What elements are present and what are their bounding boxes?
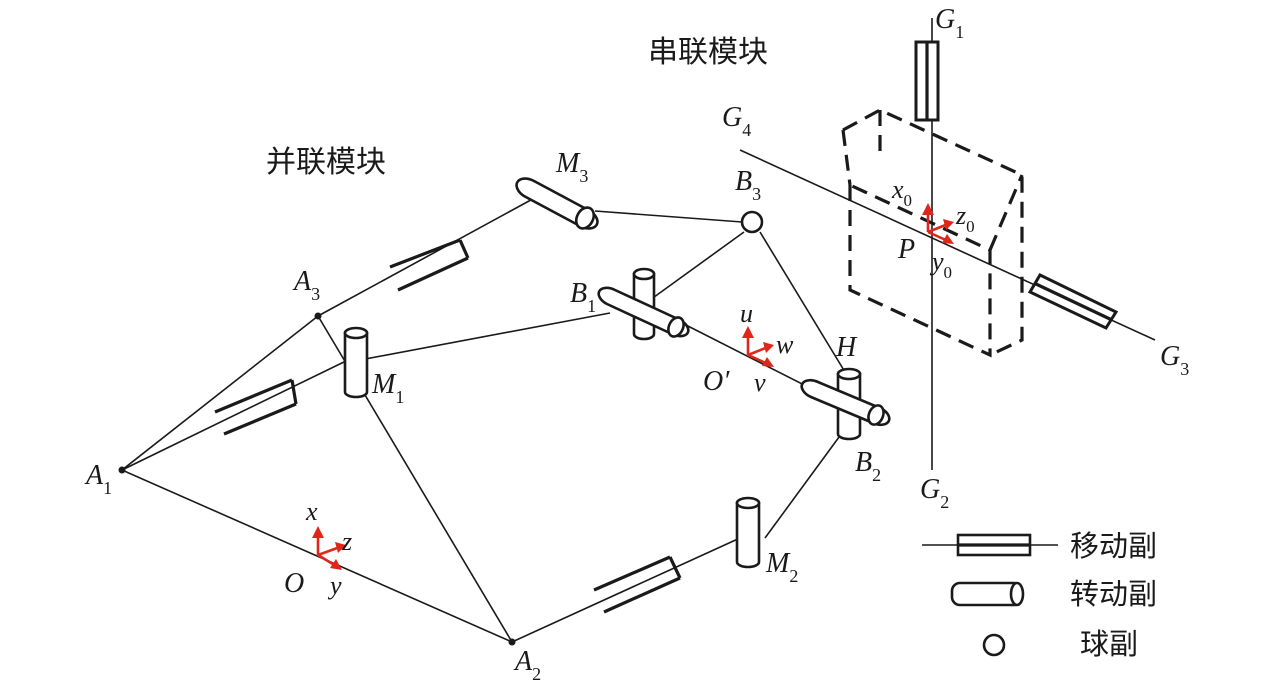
legend-revolute-symbol <box>950 581 1025 607</box>
link-B1-O-prime-B2 <box>679 321 819 393</box>
prismatic-A2-M2 <box>593 555 682 614</box>
link-A2-M2 <box>511 537 741 643</box>
label-v: v <box>754 368 766 397</box>
link-A1-A2 <box>121 469 513 643</box>
label-y0: y0 <box>929 247 952 282</box>
label-z: z <box>341 527 352 556</box>
revolute-M3 <box>515 177 599 230</box>
frame-labels: x z y u w v x0 z0 y0 <box>305 175 975 600</box>
revolute-M2 <box>735 496 761 569</box>
carriage-edge-right <box>988 174 1024 251</box>
carriage-edge-top <box>841 129 852 186</box>
link-B3-H <box>759 231 846 373</box>
serial-module-heading: 串联模块 <box>648 35 768 70</box>
prismatic-G1 <box>914 40 940 122</box>
prismatic-joints <box>214 40 1119 614</box>
prismatic-G3 <box>1027 273 1119 330</box>
serial-axes <box>739 18 1156 470</box>
link-M1-B1 <box>359 312 611 361</box>
revolute-M1 <box>343 326 369 399</box>
link-M3-B3 <box>594 210 743 223</box>
label-w: w <box>776 330 794 359</box>
revolute-B1 <box>597 267 690 341</box>
label-y: y <box>327 571 342 600</box>
point-labels: A1 A2 A3 B1 B2 B3 M1 M2 M3 G1 G2 G3 G4 H… <box>84 4 1189 684</box>
carriage-back-edges <box>842 108 1024 357</box>
label-M2: M2 <box>765 548 798 586</box>
label-H: H <box>835 332 858 363</box>
legend-revolute-label: 转动副 <box>1070 577 1157 611</box>
label-A1: A1 <box>84 460 112 498</box>
label-M1: M1 <box>371 369 404 407</box>
parallel-links <box>121 194 846 643</box>
label-x0: x0 <box>891 175 912 210</box>
label-G4: G4 <box>722 102 751 140</box>
label-O: O <box>284 568 304 599</box>
revolute-joints <box>343 177 891 569</box>
frame-O <box>312 526 346 570</box>
prismatic-A3-M3 <box>389 238 470 292</box>
label-G3: G3 <box>1160 341 1189 379</box>
label-P: P <box>897 234 915 265</box>
serial-carriage-box <box>841 108 1024 358</box>
label-B1: B1 <box>570 278 596 316</box>
prismatic-A1-M1 <box>214 378 298 436</box>
label-u: u <box>740 299 753 328</box>
label-B2: B2 <box>855 447 881 485</box>
revolute-B2 <box>800 367 891 441</box>
link-M2-B2 <box>764 432 843 539</box>
vertex-A2 <box>508 638 516 646</box>
carriage-front-face <box>848 183 992 358</box>
legend-spherical-label: 球副 <box>1080 627 1138 661</box>
frame-O-prime <box>742 326 774 367</box>
legend-prismatic-symbol <box>922 533 1058 557</box>
label-G1: G1 <box>935 4 964 42</box>
frame-P <box>922 203 954 244</box>
vertex-A3 <box>314 312 322 320</box>
link-A3-M3 <box>317 194 541 317</box>
label-A3: A3 <box>292 266 320 304</box>
label-B3: B3 <box>735 166 761 204</box>
spherical-joint-B3 <box>740 210 764 234</box>
vertex-A1 <box>118 466 126 474</box>
link-A1-A3 <box>121 315 319 471</box>
label-z0: z0 <box>955 201 975 236</box>
link-A1-M1 <box>121 359 349 471</box>
label-A2: A2 <box>513 646 541 684</box>
label-O-prime: O′ <box>703 366 730 397</box>
label-M3: M3 <box>555 148 588 186</box>
legend-prismatic-label: 移动副 <box>1070 529 1157 563</box>
legend-spherical-symbol <box>982 633 1006 657</box>
link-B1-B3 <box>649 231 745 301</box>
label-G2: G2 <box>920 474 949 512</box>
label-x: x <box>305 497 318 526</box>
parallel-module-heading: 并联模块 <box>266 145 386 180</box>
legend: 移动副 转动副 球副 <box>922 529 1157 661</box>
